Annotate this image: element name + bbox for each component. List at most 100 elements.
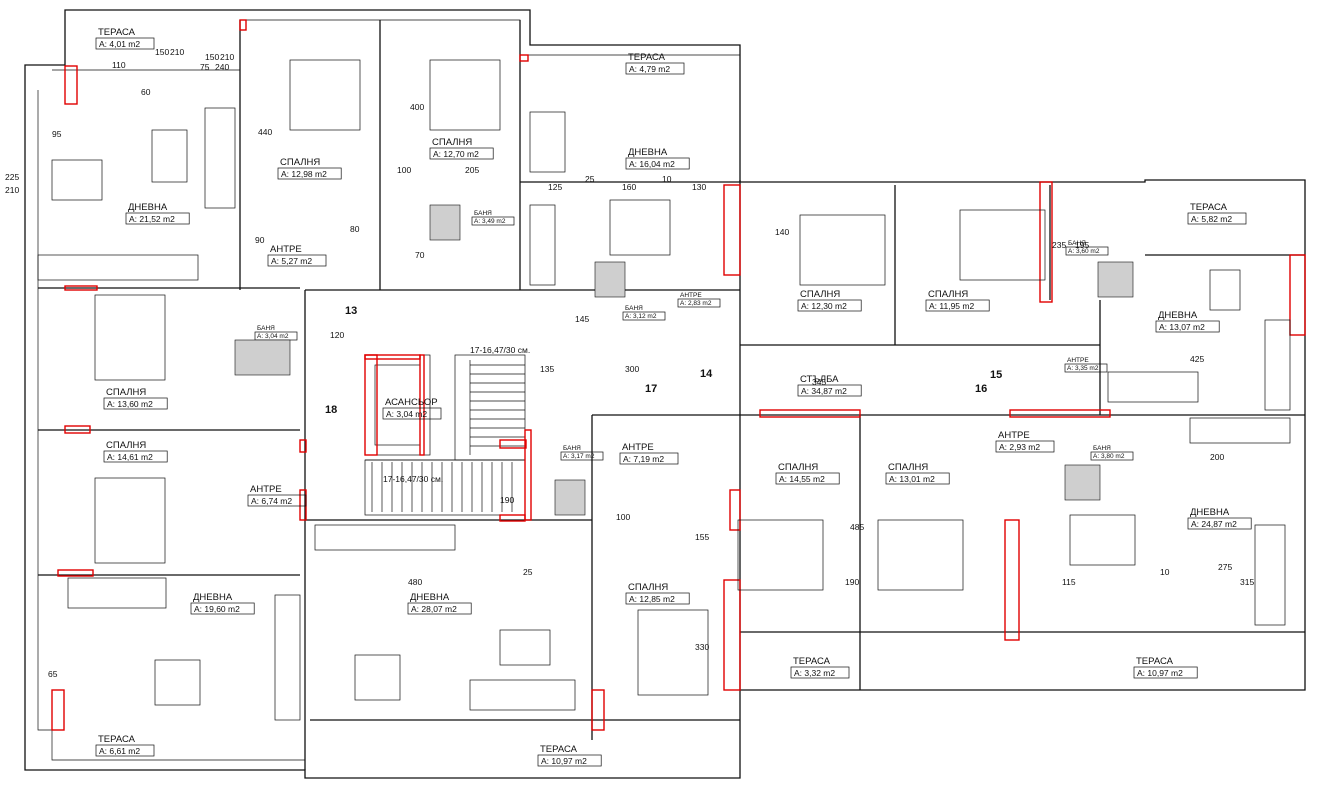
area-box	[95, 37, 155, 50]
dimension-label: 90	[255, 235, 265, 245]
area-box	[125, 212, 190, 225]
room-name: СПАЛНЯ	[106, 440, 146, 451]
small-room-area: A: 3,12 m2	[625, 313, 657, 320]
dimension-label: 140	[775, 227, 789, 237]
room-area: A: 6,61 m2	[99, 746, 140, 756]
dimension-label: 120	[330, 330, 344, 340]
bed-icon	[959, 209, 1046, 281]
bed-icon	[799, 214, 886, 286]
building-walls	[24, 9, 1306, 779]
small-room-name: АНТРЕ	[680, 292, 702, 299]
sofa-icon	[529, 111, 566, 173]
small-room-area: A: 3,17 m2	[563, 453, 595, 460]
room-name: СПАЛНЯ	[628, 582, 668, 593]
area-box	[925, 299, 990, 312]
sofa-icon	[1254, 524, 1286, 626]
room-area: A: 19,60 m2	[194, 604, 240, 614]
room-area: A: 24,87 m2	[1191, 519, 1237, 529]
dimension-label: 210	[170, 47, 184, 57]
area-box	[1090, 451, 1134, 461]
area-box	[407, 602, 472, 615]
area-box	[619, 452, 679, 465]
room-name: ТЕРАСА	[793, 656, 831, 667]
sofa-icon	[1107, 371, 1199, 403]
room-name: ТЕРАСА	[1190, 202, 1228, 213]
room-name: ТЕРАСА	[540, 744, 578, 755]
unit-number-14: 14	[700, 368, 713, 380]
area-box	[190, 602, 255, 615]
dining-table-icon	[51, 159, 103, 201]
shower-icon	[554, 479, 586, 516]
dimension-label: 110	[112, 60, 126, 70]
bed-icon	[737, 519, 824, 591]
shower-icon	[429, 204, 461, 241]
room-name: СПАЛНЯ	[432, 137, 472, 148]
room-area: A: 4,79 m2	[629, 64, 670, 74]
unit-number-13: 13	[345, 305, 357, 317]
area-box	[277, 167, 342, 180]
dining-table-icon	[1209, 269, 1241, 311]
area-box	[1187, 517, 1252, 530]
room-name: ДНЕВНА	[128, 202, 168, 213]
dimension-label: 75	[200, 62, 210, 72]
sofa-icon	[204, 107, 236, 209]
area-box	[103, 397, 168, 410]
dimension-label: 425	[1190, 354, 1204, 364]
area-box	[625, 157, 690, 170]
bed-icon	[94, 294, 166, 381]
dimension-label: 155	[695, 532, 709, 542]
kitchen-counter	[529, 204, 556, 286]
dimension-label: 190	[500, 495, 514, 505]
shower-icon	[1064, 464, 1101, 501]
room-name: ДНЕВНА	[628, 147, 668, 158]
room-name: ТЕРАСА	[98, 734, 136, 745]
room-area: A: 10,97 m2	[541, 756, 587, 766]
room-area: A: 13,60 m2	[107, 399, 153, 409]
table-icon	[151, 129, 188, 183]
small-room-name: БАНЯ	[625, 305, 643, 312]
area-box	[995, 440, 1055, 453]
small-room-name: АНТРЕ	[1067, 357, 1089, 364]
dimension-label: 150	[155, 47, 169, 57]
room-name: АСАНСЬОР	[385, 397, 438, 408]
bed-icon	[877, 519, 964, 591]
room-name: ДНЕВНА	[193, 592, 233, 603]
dimension-label: 125	[548, 182, 562, 192]
dimension-label: 160	[622, 182, 636, 192]
unit-number-18: 18	[325, 404, 337, 416]
area-box	[382, 407, 442, 420]
room-area: A: 16,04 m2	[629, 159, 675, 169]
room-name: АНТРЕ	[250, 484, 282, 495]
room-area: A: 12,98 m2	[281, 169, 327, 179]
dimension-label: 225	[5, 172, 19, 182]
small-room-name: БАНЯ	[1068, 240, 1086, 247]
dimension-label: 330	[695, 642, 709, 652]
sofa-icon	[67, 577, 167, 609]
sofa-icon	[469, 679, 576, 711]
dimension-label: 70	[415, 250, 425, 260]
stair-label-2: 17-16,47/30 см.	[383, 474, 443, 484]
area-box	[775, 472, 840, 485]
area-box	[1187, 212, 1247, 225]
unit-number-17: 17	[645, 383, 657, 395]
dimension-label: 315	[1240, 577, 1254, 587]
room-area: A: 21,52 m2	[129, 214, 175, 224]
area-box	[797, 299, 862, 312]
dimension-label: 25	[585, 174, 595, 184]
stair-label-1: 17-16,47/30 см.	[470, 345, 530, 355]
room-area: A: 2,93 m2	[999, 442, 1040, 452]
small-room-area: A: 3,49 m2	[474, 218, 506, 225]
room-area: A: 34,87 m2	[801, 386, 847, 396]
dimension-label: 95	[52, 129, 62, 139]
area-box	[790, 666, 850, 679]
dimension-label: 485	[850, 522, 864, 532]
dimension-label: 65	[48, 669, 58, 679]
area-box	[95, 744, 155, 757]
room-area: A: 14,61 m2	[107, 452, 153, 462]
dimension-label: 235	[1052, 240, 1066, 250]
room-area: A: 12,85 m2	[629, 594, 675, 604]
room-area: A: 6,74 m2	[251, 496, 292, 506]
dimension-label: 25	[523, 567, 533, 577]
